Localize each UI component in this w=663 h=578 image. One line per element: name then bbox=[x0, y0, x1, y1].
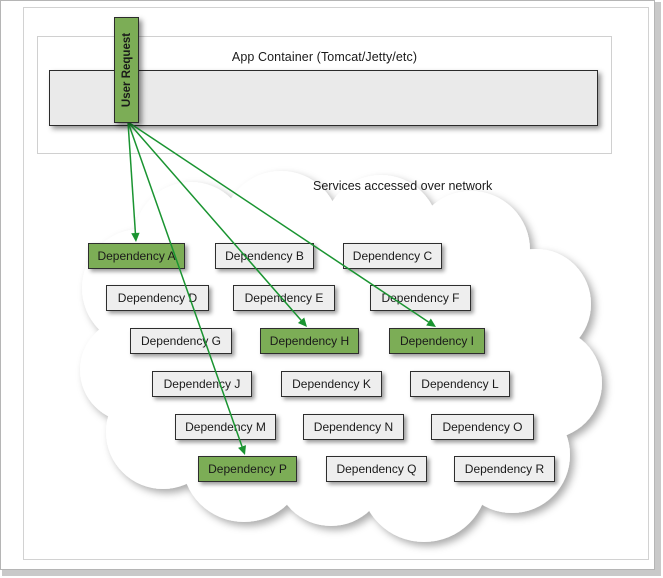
dependency-box[interactable]: Dependency C bbox=[343, 243, 442, 269]
dependency-label: Dependency I bbox=[399, 334, 475, 348]
dependency-label: Dependency N bbox=[313, 420, 394, 434]
dependency-box[interactable]: Dependency M bbox=[175, 414, 276, 440]
dependency-label: Dependency F bbox=[381, 291, 460, 305]
dependency-box[interactable]: Dependency L bbox=[410, 371, 510, 397]
dependency-label: Dependency D bbox=[117, 291, 198, 305]
dependency-box[interactable]: Dependency P bbox=[198, 456, 297, 482]
dependency-box[interactable]: Dependency E bbox=[233, 285, 335, 311]
dependency-box[interactable]: Dependency R bbox=[454, 456, 555, 482]
dependency-label: Dependency M bbox=[185, 420, 266, 434]
dependency-box[interactable]: Dependency A bbox=[88, 243, 185, 269]
dependency-label: Dependency B bbox=[225, 249, 304, 263]
dependency-label: Dependency P bbox=[208, 462, 287, 476]
dependency-label: Dependency J bbox=[163, 377, 241, 391]
dependency-box[interactable]: Dependency G bbox=[130, 328, 232, 354]
dependency-label: Dependency Q bbox=[336, 462, 417, 476]
dependency-label: Dependency C bbox=[352, 249, 433, 263]
dependency-box[interactable]: Dependency F bbox=[370, 285, 471, 311]
dependency-box[interactable]: Dependency I bbox=[389, 328, 485, 354]
dependency-box[interactable]: Dependency B bbox=[215, 243, 314, 269]
dependency-label: Dependency E bbox=[244, 291, 324, 305]
dependency-label: Dependency L bbox=[421, 377, 499, 391]
dependency-label: Dependency R bbox=[464, 462, 545, 476]
dependency-box[interactable]: Dependency J bbox=[152, 371, 252, 397]
dependency-box[interactable]: Dependency Q bbox=[326, 456, 427, 482]
dependency-box[interactable]: Dependency K bbox=[281, 371, 382, 397]
dependency-box[interactable]: Dependency D bbox=[106, 285, 209, 311]
dependency-box[interactable]: Dependency O bbox=[431, 414, 534, 440]
dependency-label: Dependency A bbox=[97, 249, 176, 263]
dependency-box[interactable]: Dependency H bbox=[260, 328, 359, 354]
services-over-network-label: Services accessed over network bbox=[313, 179, 493, 193]
dependency-label: Dependency H bbox=[269, 334, 350, 348]
dependency-label: Dependency G bbox=[140, 334, 222, 348]
app-container-title: App Container (Tomcat/Jetty/etc) bbox=[231, 50, 418, 64]
dependency-box[interactable]: Dependency N bbox=[303, 414, 404, 440]
dependency-label: Dependency K bbox=[292, 377, 371, 391]
dependency-label: Dependency O bbox=[442, 420, 523, 434]
user-request-label: User Request bbox=[120, 32, 133, 108]
user-request-box[interactable]: User Request bbox=[114, 17, 139, 123]
